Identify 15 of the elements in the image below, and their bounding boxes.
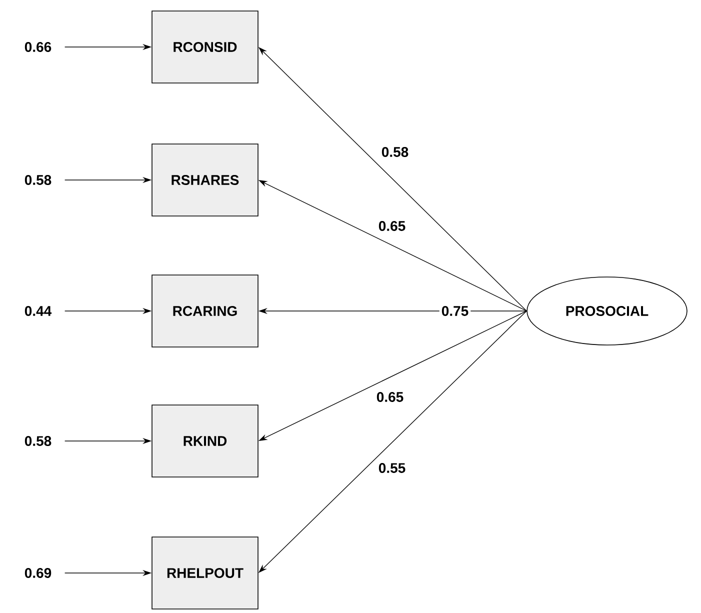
error-value: 0.58 (24, 436, 52, 446)
variable-box: RKIND (152, 404, 258, 478)
variable-box: RSHARES (152, 144, 258, 216)
error-value: 0.58 (24, 175, 52, 185)
edge-label: 0.75 (439, 304, 471, 318)
variable-box: RHELPOUT (152, 536, 258, 610)
error-value: 0.66 (24, 42, 52, 52)
edge-label: 0.65 (376, 219, 408, 233)
edge-label: 0.65 (374, 390, 406, 404)
variable-box: RCARING (152, 274, 258, 348)
edge-label: 0.58 (379, 145, 411, 159)
variable-box: RCONSID (152, 10, 258, 84)
edge-label: 0.55 (376, 461, 408, 475)
error-value: 0.44 (24, 306, 52, 316)
error-value: 0.69 (24, 568, 52, 578)
